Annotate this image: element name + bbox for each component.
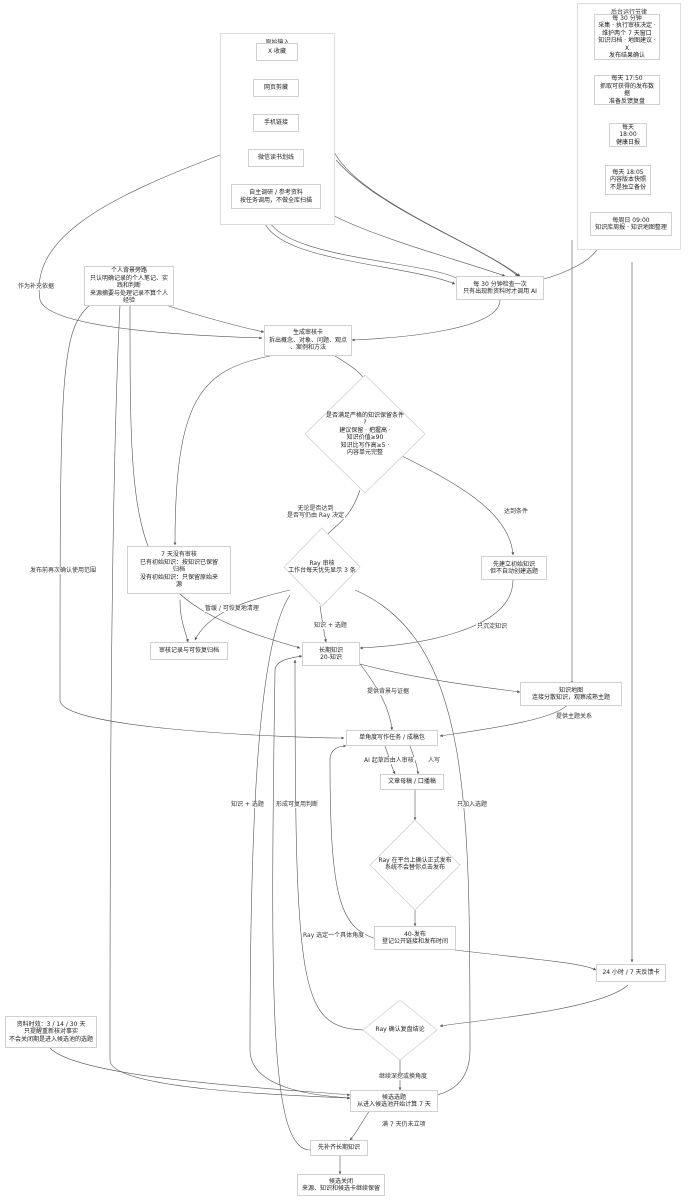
edge-feedback-retro — [439, 984, 629, 1028]
node-sch-1800[interactable]: 每天 18:00 健康日报 — [609, 123, 647, 147]
node-longterm[interactable]: 长期知识 20-知识 — [302, 642, 360, 666]
node-retro[interactable]: Ray 确认复盘结论 — [375, 1026, 425, 1034]
node-supplement[interactable]: 先补齐长期知识 — [310, 1140, 368, 1156]
node-sch-1805[interactable]: 每天 18:05 内容版本快照 不是独立备份 — [605, 165, 651, 195]
label-theme-relations: 提供主题关系 — [555, 713, 594, 720]
edge-review-sevenday — [173, 355, 271, 546]
node-ray-publish[interactable]: Ray 在平台上确认正式发布 系统不会替你点击发布 — [378, 856, 452, 872]
label-knowledge-topic-1: 知识 + 选题 — [313, 622, 348, 629]
edge-retro-longterm — [293, 659, 371, 1031]
edge-initial-longterm — [359, 579, 514, 650]
edge-dataage-candidate — [49, 1047, 351, 1097]
edge-longterm-writing — [359, 663, 394, 731]
edge-ray-candidate — [249, 594, 351, 1100]
edge-sevenday-audit — [179, 599, 189, 643]
label-only-topic: 只加入选题 — [456, 801, 489, 808]
edge-personal-writing — [59, 304, 345, 740]
node-personal[interactable]: 个人背景旁路 只认明确记录的个人笔记、实 践和判断 来源摘要与处理记录不算个人 … — [84, 266, 174, 306]
diamond-ray-publish — [369, 819, 461, 911]
label-no-project-7d: 满 7 天仍未立项 — [381, 1121, 427, 1128]
node-sch-sun[interactable]: 每周日 09:00 知识库周报 · 知识地图整理 — [590, 212, 672, 236]
edge-check30-review — [351, 299, 501, 342]
node-sch-1750[interactable]: 每天 17:50 抓取可获得的发布数据 准备反馈复盘 — [594, 75, 660, 105]
node-initial-knowledge[interactable]: 先建立初始知识 但不自动创建选题 — [481, 556, 547, 580]
edge-web-clip-check30 — [335, 159, 519, 277]
node-feedback[interactable]: 24 小时 / 7 天反馈卡 — [596, 964, 666, 982]
label-background-evidence: 提供背景与证据 — [366, 688, 411, 695]
edge-ray-candidate-b — [354, 589, 471, 1100]
edge-map-writing — [439, 701, 571, 738]
edge-review-criteria — [334, 355, 366, 381]
edge-longterm-map — [359, 663, 521, 694]
node-seven-day[interactable]: 7 天没有审核 已有初始知识：按知识已保留 归档 没有初始知识：只保留原始来 源 — [127, 546, 231, 594]
label-only-knowledge: 只沉淀知识 — [476, 623, 509, 630]
diamond-ray-review — [283, 527, 361, 607]
edge-personal-candidate — [109, 304, 351, 1100]
node-writing-task[interactable]: 单角度写作任务 / 成稿包 — [346, 730, 438, 746]
label-manual: 人写 — [427, 757, 442, 764]
edge-writing-draft-manual — [409, 745, 420, 775]
edge-ray-audit — [194, 589, 291, 641]
edge-criteria-initial — [399, 454, 515, 556]
edge-research-check30-b — [261, 211, 456, 285]
label-regardless: 无论是否达到 是否写仍由 Ray 决定 — [286, 505, 346, 519]
label-knowledge-topic-2: 知识 + 选题 — [230, 801, 265, 808]
node-closed[interactable]: 候选关闭 来源、知识和候选卡继续保留 — [297, 1174, 385, 1196]
edge-40-feedback — [454, 949, 597, 971]
label-publish-reconfirm: 发布前再次确认使用范围 — [29, 567, 98, 574]
node-check30[interactable]: 每 30 分钟检查一次 只有出现新资料时才调用 AI — [456, 276, 544, 300]
label-dig-deeper: 继续深挖或换角度 — [378, 1073, 429, 1080]
label-as-supplement: 作为补充依据 — [17, 283, 56, 290]
node-ray-review[interactable]: Ray 审核 工作台每天优先显示 3 条 — [288, 559, 356, 575]
node-criteria[interactable]: 是否满足严格的知识保留条件 ? 建议保留 · 把握高 · 知识价值≥90 知识比… — [325, 411, 404, 457]
node-sch-30min[interactable]: 每 30 分钟 采集 · 执行审核决定 · 维护两个 7 天窗口 知识归档 · … — [594, 14, 660, 60]
edge-x-fav-check30 — [333, 151, 521, 277]
node-data-age[interactable]: 资料时效：3 / 14 / 30 天 只提醒重新核对事实 不会关闭期是进入候选池… — [5, 1016, 97, 1048]
node-candidate[interactable]: 候选选题 从进入候选池开始计算 7 天 — [350, 1090, 438, 1112]
diamond-retro — [362, 999, 438, 1061]
label-ai-draft: AI 起草后由人审核 — [363, 757, 415, 764]
group-scheduler-title: 后台运行节律 — [610, 9, 647, 16]
edge-40-writing — [329, 744, 381, 941]
label-reusable: 形成可复用判断 — [275, 801, 320, 808]
node-publish40[interactable]: 40-发布 登记公开链接和发布时间 — [374, 926, 456, 950]
node-draft[interactable]: 文章母稿 / 口播稿 — [380, 774, 444, 790]
label-ray-pick-angle: Ray 选定一个具体角度 — [302, 932, 366, 939]
node-phone-link[interactable]: 手机链接 — [253, 114, 299, 132]
node-knowledge-map[interactable]: 知识地图 连接分散知识，观察成熟主题 — [520, 682, 622, 706]
diamond-criteria — [304, 374, 426, 494]
edge-raw-review-supplement — [38, 154, 263, 340]
node-research[interactable]: 自主调研 / 参考资料 按任务调用，不做全库扫描 — [231, 184, 321, 209]
node-web-clip[interactable]: 网页剪藏 — [253, 79, 299, 97]
label-pause: 暂缓 / 可恢复地清理 — [204, 605, 260, 612]
node-wechat-read[interactable]: 微信读书划线 — [248, 149, 304, 167]
node-review-card[interactable]: 生成审核卡 拆出概念、对象、问题、观点 、案例和方法 — [264, 325, 352, 356]
node-audit-log[interactable]: 审核记录与可恢复归档 — [150, 642, 228, 660]
edge-personal-longterm — [129, 304, 301, 649]
node-x-fav[interactable]: X 收藏 — [256, 43, 298, 61]
label-meets: 达到条件 — [503, 508, 530, 515]
edge-research-check30 — [265, 211, 461, 281]
edge-supplement-longterm — [272, 654, 311, 1151]
edge-candidate-supplement — [349, 1109, 371, 1141]
group-raw-input-title: 原始输入 — [221, 37, 334, 46]
